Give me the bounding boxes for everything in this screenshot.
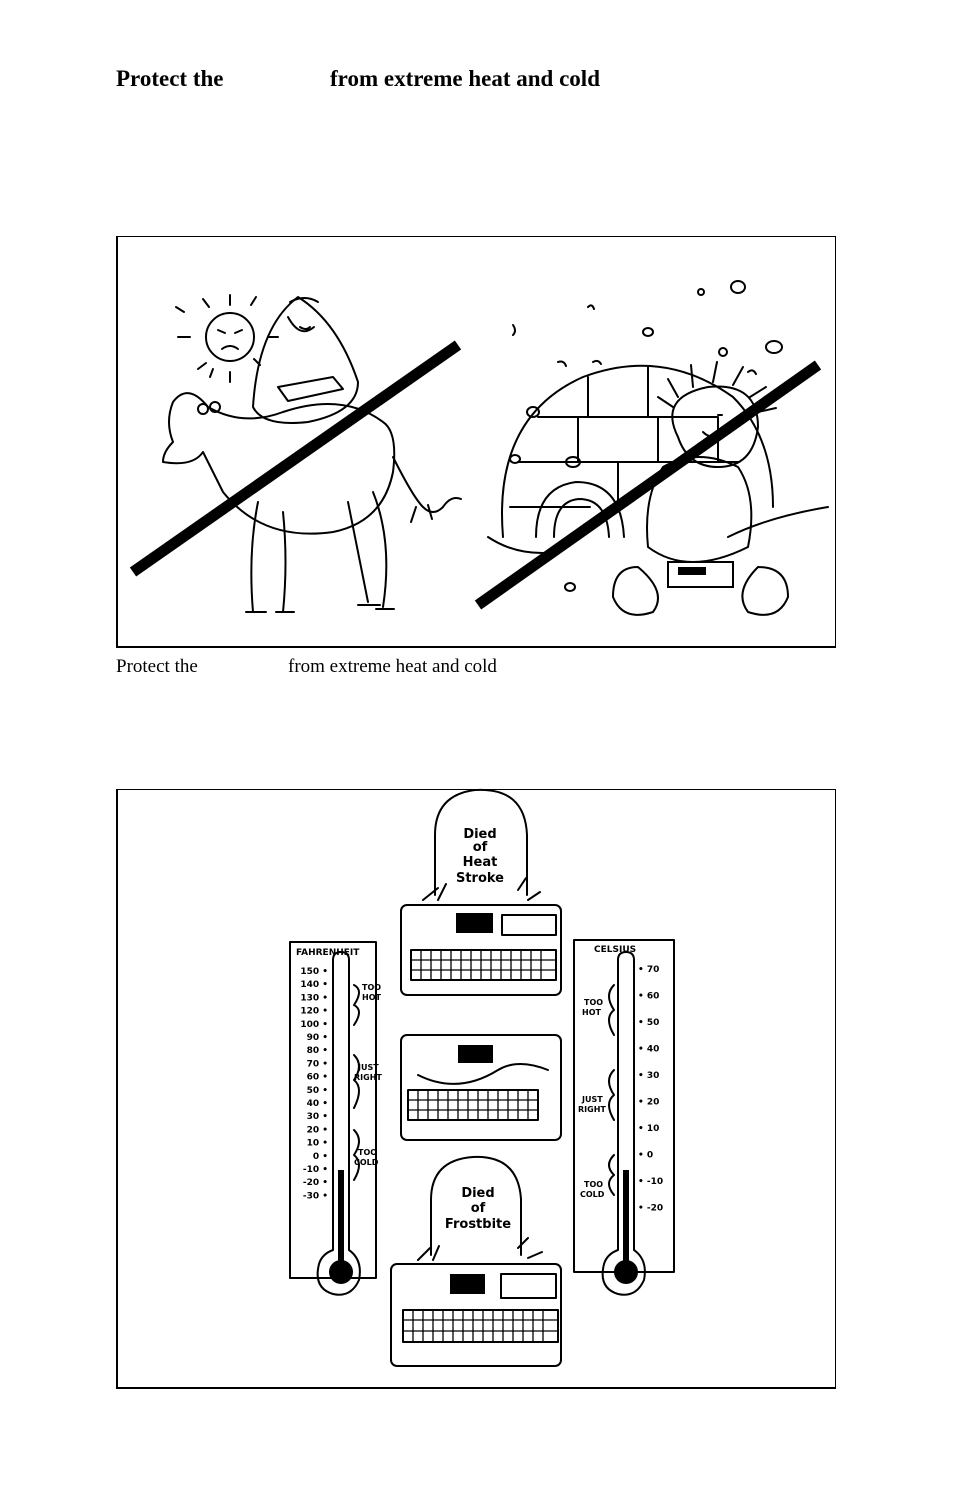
celsius-tick-label: • 70 — [638, 965, 659, 975]
prohibition-slash-right — [474, 360, 822, 610]
f-label-just-right-1: JUST — [357, 1063, 379, 1072]
celsius-tick-label: • 50 — [638, 1018, 659, 1028]
f-label-too-cold-1: TOO — [358, 1148, 377, 1157]
fahrenheit-tick-label: 20 • — [307, 1125, 328, 1135]
fahrenheit-tick-label: 150 • — [300, 967, 328, 977]
celsius-tick-label: • 30 — [638, 1071, 659, 1081]
caption-prefix: Protect the — [116, 656, 198, 677]
f-label-just-right-2: RIGHT — [354, 1073, 382, 1082]
fahrenheit-tick-label: -20 • — [303, 1178, 328, 1188]
tombstone-heat — [422, 788, 541, 901]
c-label-too-hot-2: HOT — [582, 1008, 601, 1017]
celsius-tick-label: • 20 — [638, 1098, 659, 1108]
fahrenheit-thermometer — [289, 941, 377, 1296]
c-label-too-cold-2: COLD — [580, 1190, 605, 1199]
camel-rider-figure — [162, 296, 462, 613]
fahrenheit-tick-label: 80 • — [307, 1046, 328, 1056]
heat-cold-drawing — [129, 280, 829, 616]
tomb-heat-line4: Stroke — [456, 871, 504, 886]
fahrenheit-tick-labels: 150 • 140 • 130 • 120 • 100 • 90 • 80 • 70 • 60 … — [300, 967, 328, 1201]
celsius-thermometer — [573, 939, 675, 1296]
celsius-tick-label: • 10 — [638, 1124, 659, 1134]
celsius-tick-labels: • 70 • 60 • 50 • 40 • 30 • 20 • 10 • 0 • -10 • -2… — [638, 965, 663, 1214]
tomb-heat-line3: Heat — [463, 855, 498, 870]
fahrenheit-tick-label: 100 • — [300, 1020, 328, 1030]
celsius-tick-label: • 40 — [638, 1045, 659, 1055]
computer-top — [400, 904, 562, 996]
fahrenheit-title: FAHRENHEIT — [296, 948, 360, 958]
f-label-too-cold-2: COLD — [354, 1158, 379, 1167]
fahrenheit-tick-label: 30 • — [307, 1112, 328, 1122]
tomb-frost-line1: Died — [461, 1186, 494, 1201]
temperature-drawing: Died of Heat Stroke Died of Frostbite — [289, 788, 675, 1367]
fahrenheit-tick-label: 120 • — [300, 1007, 328, 1017]
f-label-too-hot-1: TOO — [362, 983, 381, 992]
fahrenheit-tick-label: 50 • — [307, 1086, 328, 1096]
fahrenheit-tick-label: 40 • — [307, 1099, 328, 1109]
caption-suffix: from extreme heat and cold — [288, 656, 497, 677]
fahrenheit-tick-label: -10 • — [303, 1165, 328, 1175]
computer-middle — [400, 1034, 562, 1141]
snow-flakes — [509, 280, 783, 592]
celsius-tick-label: • -10 — [638, 1177, 663, 1187]
fahrenheit-tick-label: 60 • — [307, 1073, 328, 1083]
prohibition-slash-left — [129, 340, 462, 577]
computer-bottom — [390, 1263, 562, 1367]
fahrenheit-tick-label: 140 • — [300, 980, 328, 990]
tomb-heat-line1: Died — [463, 827, 496, 842]
tomb-frost-line2: of — [471, 1201, 486, 1216]
fahrenheit-tick-label: 10 • — [307, 1139, 328, 1149]
tombstone-frost — [417, 1155, 543, 1261]
c-label-just-right-1: JUST — [581, 1095, 603, 1104]
celsius-tick-label: • 60 — [638, 992, 659, 1002]
fahrenheit-tick-label: -30 • — [303, 1191, 328, 1201]
illustration-heat-cold — [116, 236, 836, 648]
fahrenheit-tick-label: 0 • — [313, 1152, 328, 1162]
tomb-frost-line3: Frostbite — [445, 1217, 511, 1232]
c-label-just-right-2: RIGHT — [578, 1105, 606, 1114]
illustration-temperature-range: Died of Heat Stroke Died of Frostbite — [116, 788, 836, 1389]
c-label-too-cold-1: TOO — [584, 1180, 603, 1189]
tomb-heat-line2: of — [473, 840, 488, 855]
fahrenheit-tick-label: 90 • — [307, 1033, 328, 1043]
heading-suffix: from extreme heat and cold — [330, 66, 600, 91]
cold-person-figure — [612, 361, 789, 616]
sun-icon — [175, 294, 279, 383]
heading-prefix: Protect the — [116, 66, 224, 91]
f-label-too-hot-2: HOT — [362, 993, 381, 1002]
fahrenheit-tick-label: 130 • — [300, 993, 328, 1003]
celsius-tick-label: • -20 — [638, 1204, 663, 1214]
c-label-too-hot-1: TOO — [584, 998, 603, 1007]
fahrenheit-tick-label: 70 • — [307, 1059, 328, 1069]
celsius-title: CELSIUS — [594, 945, 636, 955]
celsius-tick-label: • 0 — [638, 1151, 653, 1161]
